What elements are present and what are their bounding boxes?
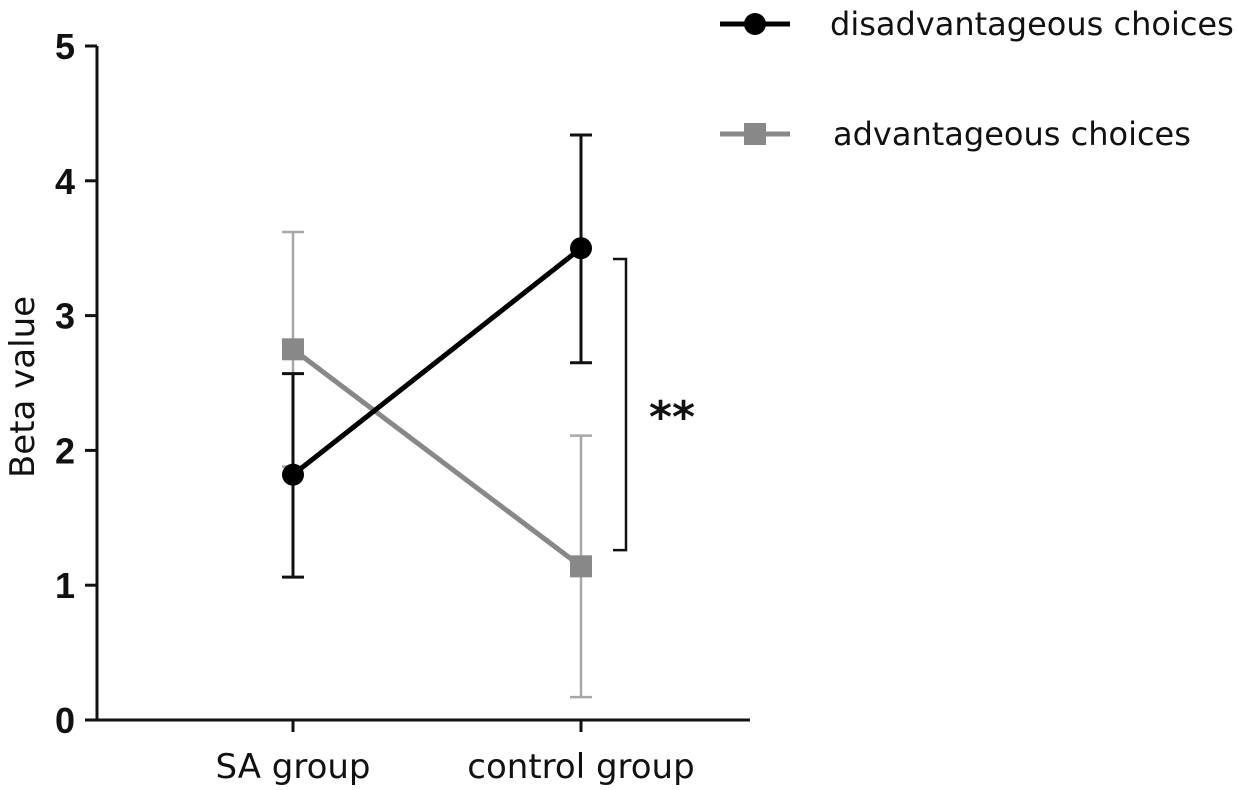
x-axis-ticks: SA group control group bbox=[215, 720, 695, 787]
series-markers bbox=[282, 237, 592, 578]
error-bars bbox=[282, 133, 592, 699]
x-tick-label: control group bbox=[467, 747, 694, 787]
data-point-circle bbox=[570, 237, 592, 260]
y-tick-label: 5 bbox=[55, 26, 75, 67]
legend-label: disadvantageous choices bbox=[830, 5, 1234, 43]
x-tick-label: SA group bbox=[215, 747, 370, 787]
y-tick-label: 0 bbox=[55, 700, 75, 741]
legend-marker-circle bbox=[744, 13, 766, 35]
legend: disadvantageous choices advantageous choi… bbox=[720, 5, 1234, 153]
y-tick-label: 1 bbox=[55, 565, 75, 606]
y-tick-label: 2 bbox=[55, 430, 75, 471]
legend-item: advantageous choices bbox=[720, 115, 1191, 153]
series-line-disadvantageous bbox=[291, 246, 583, 477]
y-axis-title: Beta value bbox=[3, 296, 43, 478]
axes bbox=[95, 46, 750, 722]
significance-label: ** bbox=[649, 392, 695, 443]
legend-marker-square bbox=[744, 123, 766, 145]
y-tick-label: 3 bbox=[55, 296, 75, 337]
significance-annotation: ** bbox=[613, 257, 695, 552]
significance-bracket bbox=[613, 257, 628, 552]
data-point-square bbox=[282, 338, 304, 361]
data-point-circle bbox=[282, 463, 304, 486]
series-lines bbox=[291, 246, 583, 569]
y-axis-ticks: 0 1 2 3 4 5 bbox=[55, 26, 97, 741]
data-point-square bbox=[570, 555, 592, 578]
y-tick-label: 4 bbox=[55, 161, 75, 202]
series-line-advantageous bbox=[291, 347, 583, 569]
legend-item: disadvantageous choices bbox=[720, 5, 1234, 43]
legend-label: advantageous choices bbox=[833, 115, 1191, 153]
